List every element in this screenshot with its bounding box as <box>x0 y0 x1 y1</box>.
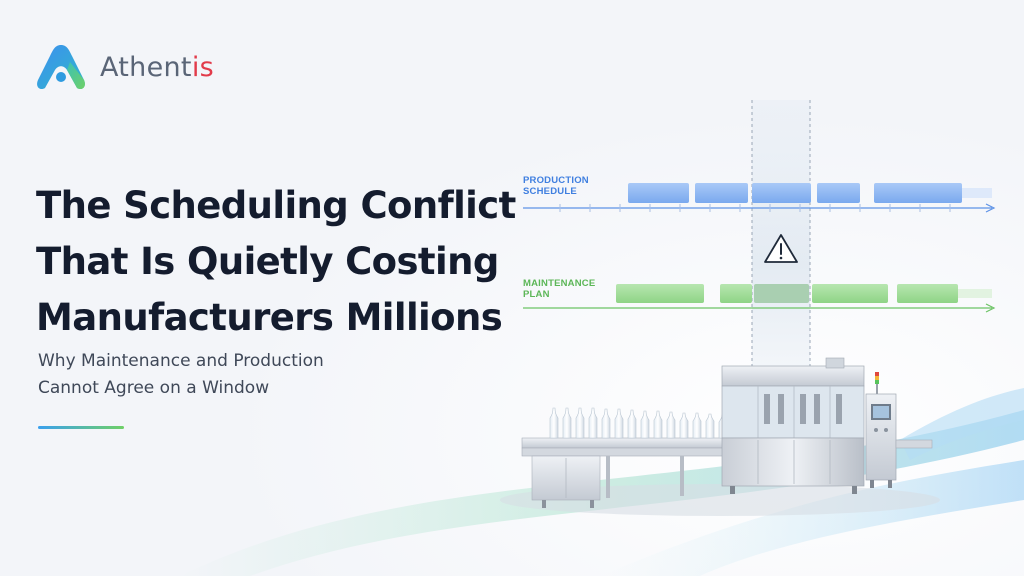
subtitle-line-1: Why Maintenance and Production <box>38 351 324 371</box>
brand-logo[interactable]: Athentis <box>34 40 214 94</box>
accent-divider <box>38 426 124 429</box>
title-line-1: The Scheduling Conflict <box>36 184 516 227</box>
maintenance-plan-label: MAINTENANCE PLAN <box>523 278 596 300</box>
brand-name: Athentis <box>100 51 214 83</box>
page-title: The Scheduling Conflict That Is Quietly … <box>36 178 556 346</box>
production-schedule-label: PRODUCTION SCHEDULE <box>523 175 589 197</box>
title-line-2: That Is Quietly Costing <box>36 240 499 283</box>
title-line-3: Manufacturers Millions <box>36 296 503 339</box>
page-subtitle: Why Maintenance and Production Cannot Ag… <box>38 348 324 402</box>
logo-mark-icon <box>37 45 85 90</box>
subtitle-line-2: Cannot Agree on a Window <box>38 378 270 398</box>
